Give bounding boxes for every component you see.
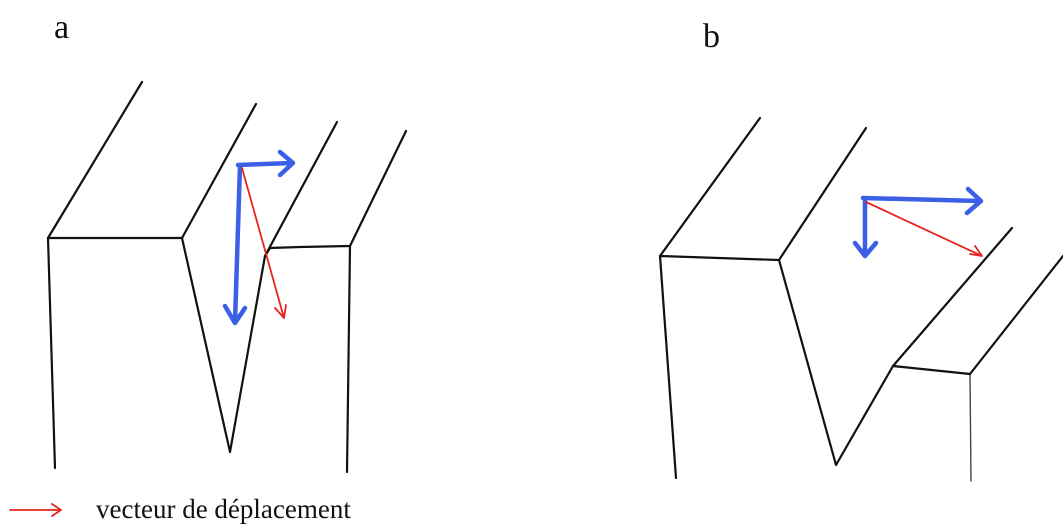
- panel-a-depth-line-1: [46, 80, 144, 240]
- panel-a: a: [46, 9, 408, 474]
- legend-label: vecteur de déplacement: [96, 494, 351, 524]
- panel-b-depth-line-1: [658, 116, 762, 258]
- panel-a-depth-line-3: [263, 120, 339, 258]
- panel-b-step-notch: [777, 258, 972, 467]
- panel-a-v-notch: [180, 236, 267, 454]
- panel-b: b: [658, 18, 1063, 482]
- panel-a-right-side: [345, 244, 352, 474]
- panel-a-vertical-component-arrow: [222, 162, 248, 326]
- panel-a-left-face: [46, 236, 184, 470]
- panel-a-depth-line-2: [180, 102, 258, 240]
- panel-a-depth-line-4: [348, 129, 408, 248]
- panel-b-displacement-vector: [865, 201, 983, 257]
- legend-red-arrow: [9, 503, 62, 517]
- panel-b-depth-line-4: [968, 254, 1063, 376]
- legend: vecteur de déplacement: [9, 494, 351, 524]
- panel-b-left-face: [658, 254, 781, 480]
- panel-a-label: a: [54, 9, 69, 46]
- panel-a-displacement-vector: [241, 167, 287, 319]
- panel-b-vertical-component-arrow: [852, 196, 879, 259]
- panel-b-blue-vectors: [852, 186, 984, 259]
- panel-b-block: [658, 116, 1063, 482]
- panel-b-label: b: [703, 18, 720, 55]
- panel-a-horizontal-component-arrow: [235, 149, 296, 178]
- panel-b-horizontal-component-arrow: [860, 186, 984, 216]
- panel-a-blue-vectors: [222, 149, 296, 326]
- panel-a-block: [46, 80, 408, 474]
- panel-a-right-top: [263, 244, 352, 258]
- panel-b-right-side: [969, 373, 972, 482]
- panel-b-depth-line-2: [777, 126, 868, 262]
- panel-b-depth-line-3: [891, 226, 1014, 368]
